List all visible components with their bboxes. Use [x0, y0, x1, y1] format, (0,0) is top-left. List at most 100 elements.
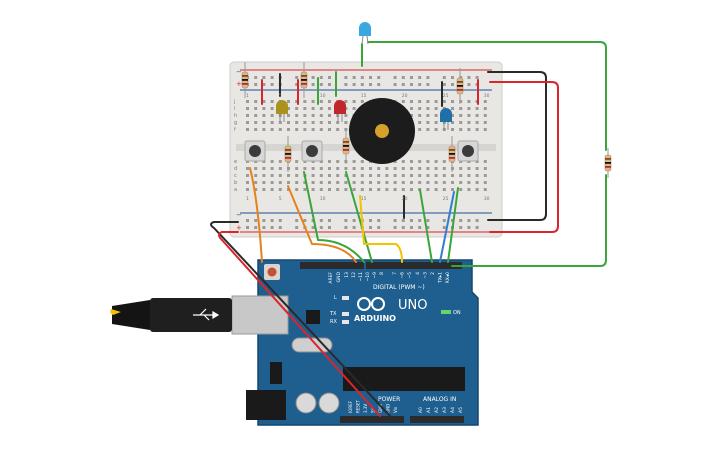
digital-pin-label: 13 [344, 272, 350, 278]
column-label: 25 [443, 196, 449, 202]
digital-pin-label: ~6 [400, 272, 406, 279]
column-label: 20 [402, 93, 408, 99]
wire-yellow[interactable] [359, 195, 403, 263]
wire-green-resistor-d2[interactable] [451, 174, 607, 267]
wire-black-gnd[interactable] [210, 221, 391, 417]
analog-header[interactable] [410, 416, 464, 423]
wire-orange-1[interactable] [249, 167, 263, 263]
power-pin-label: IOREF [348, 400, 353, 413]
voltage-regulator [270, 362, 282, 384]
reset-button-cap [267, 267, 277, 277]
usb-cable-end-icon [110, 309, 121, 315]
column-label: 30 [484, 93, 490, 99]
row-label: e [234, 159, 237, 165]
usb-symbol-icon [193, 308, 220, 321]
arduino-logo-icon [357, 297, 385, 311]
usb-port [231, 295, 289, 335]
row-label: d [234, 166, 237, 172]
l-led [342, 296, 349, 300]
power-pin-label: GND [386, 404, 391, 413]
push-button-1[interactable] [244, 140, 266, 162]
digital-pin-label: ~3 [422, 272, 428, 279]
wire-green-3[interactable] [303, 171, 365, 263]
wire-green-4[interactable] [345, 171, 373, 263]
row-label: g [234, 120, 237, 126]
column-label: 25 [443, 93, 449, 99]
arduino-uno-board[interactable]: ARDUINO UNO DIGITAL (PWM ~) ANALOG IN PO… [231, 259, 479, 426]
resistor-1[interactable] [241, 62, 249, 98]
rail-plus-label-bottom: + [236, 224, 242, 232]
digital-pin-label: ~9 [372, 272, 378, 279]
usb-plug [150, 298, 232, 332]
yellow-led-bulb [276, 100, 288, 114]
analog-pin-label: A4 [450, 407, 456, 413]
digital-pin-label: ~11 [358, 272, 364, 282]
wire-red-top-right[interactable] [489, 81, 559, 233]
digital-pin-label: TX▸1 [438, 272, 444, 284]
usb-cable[interactable] [110, 298, 232, 332]
cyan-led-bulb [359, 22, 371, 36]
digital-pin-label: 4 [415, 272, 421, 275]
push-button-2[interactable] [301, 140, 323, 162]
analog-pin-label: A3 [442, 407, 448, 413]
cyan-led[interactable] [359, 22, 371, 45]
digital-header-1[interactable] [300, 262, 364, 269]
column-label: 30 [484, 196, 490, 202]
piezo-buzzer-center [375, 124, 389, 138]
power-pin-label: GND [378, 404, 383, 413]
rail-plus-label-top: + [236, 80, 242, 88]
analog-pin-label: A5 [458, 407, 464, 413]
resistor-4[interactable] [284, 136, 292, 172]
atmega-chip [343, 367, 465, 391]
digital-pin-label: 2 [430, 272, 436, 275]
digital-pin-label: 12 [351, 272, 357, 278]
digital-header-2[interactable] [366, 262, 462, 269]
resistor-7[interactable] [604, 148, 612, 178]
on-label: ON [453, 310, 461, 316]
power-header[interactable] [340, 416, 404, 423]
usb-cable-strain [112, 300, 150, 330]
column-label: 1 [246, 196, 249, 202]
blue-led[interactable] [440, 108, 452, 130]
resistors[interactable] [241, 62, 612, 178]
power-pin-label: Vin [393, 406, 398, 413]
wires[interactable] [210, 41, 607, 417]
resistor-2[interactable] [300, 62, 308, 98]
row-label: f [234, 127, 236, 133]
push-button-3[interactable] [457, 140, 479, 162]
row-label: a [234, 187, 237, 193]
components[interactable] [241, 22, 612, 178]
wire-red-5v[interactable] [218, 231, 381, 417]
resistor-6[interactable] [448, 136, 456, 172]
red-led[interactable] [334, 100, 346, 122]
wire-green-5[interactable] [447, 187, 459, 263]
column-label: 5 [279, 196, 282, 202]
wire-green-cyan-led[interactable] [367, 41, 607, 151]
digital-pin-label: ~10 [365, 272, 371, 282]
rail-minus-label-bottom: − [236, 211, 242, 219]
wire-green-6[interactable] [419, 189, 433, 263]
rx-led [342, 320, 349, 324]
aref-label: AREF [328, 272, 334, 284]
usb-chip [306, 310, 320, 324]
digital-pin-label: ~5 [407, 272, 413, 279]
analog-pin-label: A2 [434, 407, 440, 413]
crystal-oscillator [291, 337, 333, 353]
tx-led [342, 312, 349, 316]
digital-pin-label: 7 [392, 272, 398, 275]
wire-orange-2[interactable] [287, 185, 357, 263]
column-label: 15 [361, 93, 367, 99]
resistor-3[interactable] [456, 68, 464, 104]
row-label: j [233, 99, 235, 105]
power-pin-label: 3.3V [363, 404, 368, 413]
power-pin-label: 5V [371, 407, 376, 413]
resistor-5[interactable] [342, 128, 350, 164]
on-led [441, 310, 451, 314]
wire-black-top-right[interactable] [487, 71, 547, 221]
wire-blue[interactable] [439, 191, 455, 263]
yellow-led[interactable] [276, 100, 288, 122]
row-label: i [234, 106, 235, 112]
analog-pin-label: A1 [426, 407, 432, 413]
